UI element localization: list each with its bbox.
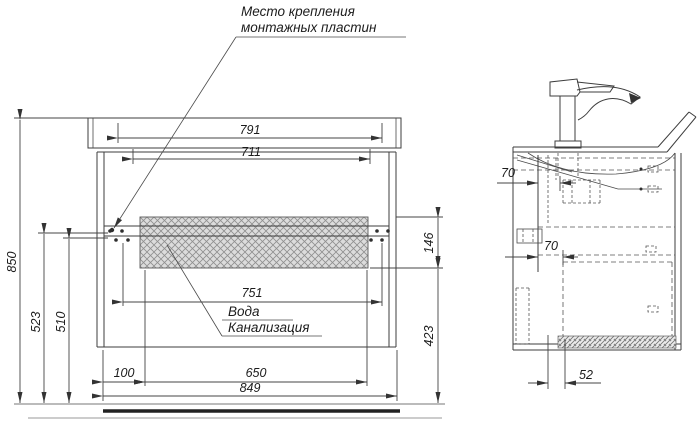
cabinet-outline bbox=[96, 152, 397, 348]
hatch-communications-zone bbox=[139, 216, 369, 269]
dim-751-label: 751 bbox=[242, 286, 263, 300]
dim-791-label: 791 bbox=[240, 123, 261, 137]
dim-849-label: 849 bbox=[240, 381, 261, 395]
utilities-callout: Вода Канализация bbox=[166, 244, 322, 337]
mounting-plate-callout-line2: монтажных пластин bbox=[241, 20, 377, 35]
dim-711-label: 711 bbox=[241, 145, 261, 159]
mounting-hole bbox=[375, 229, 379, 233]
plinth-hatch-strip bbox=[557, 335, 677, 349]
dim-523: 523 bbox=[29, 223, 108, 403]
dim-52-label: 52 bbox=[579, 368, 593, 382]
mounting-hole bbox=[126, 238, 130, 242]
dim-650-label: 650 bbox=[246, 366, 267, 380]
dim-423-label: 423 bbox=[422, 326, 436, 347]
front-view: 791 711 751 650 100 849 bbox=[5, 4, 445, 419]
dim-523-label: 523 bbox=[29, 312, 43, 333]
floor-line bbox=[14, 403, 445, 419]
faucet-icon bbox=[549, 78, 641, 149]
utilities-leader-line bbox=[166, 244, 223, 337]
hidden-internals bbox=[513, 153, 675, 345]
dim-850-label: 850 bbox=[5, 252, 19, 273]
callout-leader-line bbox=[113, 36, 237, 229]
mounting-hole bbox=[380, 238, 384, 242]
dim-850: 850 bbox=[5, 109, 90, 403]
dim-510-label: 510 bbox=[54, 312, 68, 333]
mounting-hole bbox=[386, 229, 390, 233]
dim-791: 791 bbox=[107, 123, 383, 143]
washbasin-profile bbox=[513, 111, 697, 190]
mounting-hole bbox=[369, 238, 373, 242]
dim-70-bottom-label: 70 bbox=[544, 239, 558, 253]
countertop-outline bbox=[87, 117, 402, 153]
water-label: Вода bbox=[228, 304, 260, 319]
dim-100-label: 100 bbox=[114, 366, 135, 380]
side-view: 70 70 52 bbox=[497, 78, 697, 389]
dim-52: 52 bbox=[528, 335, 601, 389]
dim-751: 751 bbox=[112, 243, 383, 306]
dim-146-label: 146 bbox=[422, 233, 436, 254]
dim-849: 849 bbox=[92, 350, 398, 401]
dim-650: 650 bbox=[134, 270, 368, 386]
sewer-label: Канализация bbox=[228, 320, 309, 335]
dim-100: 100 bbox=[92, 366, 145, 385]
dim-146: 146 bbox=[370, 207, 443, 269]
dim-423: 423 bbox=[422, 258, 441, 403]
dim-711: 711 bbox=[122, 145, 371, 164]
mounting-plate-callout-line1: Место крепления bbox=[241, 4, 355, 19]
dim-70-top: 70 bbox=[497, 166, 576, 191]
mounting-plate-callout: Место крепления монтажных пластин bbox=[109, 4, 406, 233]
side-cabinet-outline bbox=[512, 147, 682, 351]
dim-70-bottom: 70 bbox=[505, 239, 578, 265]
mounting-rail bbox=[104, 225, 390, 242]
mounting-hole bbox=[114, 238, 118, 242]
mounting-hole bbox=[120, 229, 124, 233]
dim-510: 510 bbox=[54, 228, 108, 403]
dim-70-top-label: 70 bbox=[501, 166, 515, 180]
